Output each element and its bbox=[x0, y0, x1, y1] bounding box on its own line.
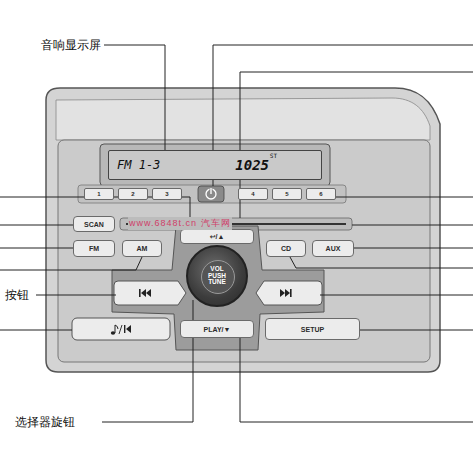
fm-button: FM bbox=[73, 240, 115, 257]
button-label: 1 bbox=[97, 191, 100, 197]
callout-label: 按钮 bbox=[4, 287, 30, 304]
power-symbol bbox=[210, 188, 211, 194]
preset-strip bbox=[78, 185, 346, 203]
callout-label: 选择器旋钮 bbox=[14, 414, 76, 431]
prev-icon bbox=[139, 289, 151, 297]
button-label: AM bbox=[137, 245, 148, 252]
button-label: CD bbox=[281, 245, 291, 252]
power-symbol bbox=[206, 189, 216, 199]
button-label: SCAN bbox=[84, 221, 104, 228]
selector-knob: VOL PUSH TUNE bbox=[186, 245, 248, 307]
preset-button: 1 bbox=[84, 188, 114, 200]
band-readout: FM 1-3 bbox=[117, 158, 160, 172]
back-button: ↩/▲ bbox=[180, 229, 254, 244]
leader-lines bbox=[0, 45, 473, 422]
next-button bbox=[256, 281, 322, 305]
button-label: SETUP bbox=[301, 326, 324, 333]
button-label: 3 bbox=[165, 191, 168, 197]
button-label: 2 bbox=[131, 191, 134, 197]
setup-button: SETUP bbox=[265, 318, 360, 340]
display-screen: FM 1-3 1025ST bbox=[108, 150, 322, 180]
preset-button: 5 bbox=[272, 188, 302, 200]
frequency-readout: 1025 bbox=[235, 157, 269, 173]
power-button bbox=[198, 186, 224, 202]
button-label: PLAY/▼ bbox=[204, 326, 231, 333]
next-icon bbox=[280, 289, 292, 297]
aux-button: AUX bbox=[312, 240, 354, 257]
cd-button: CD bbox=[266, 240, 306, 257]
power-symbol bbox=[210, 188, 213, 195]
display-bezel bbox=[100, 144, 330, 186]
button-label: FM bbox=[89, 245, 99, 252]
scan-button: SCAN bbox=[73, 216, 115, 232]
music-icon bbox=[111, 325, 131, 335]
button-label: AUX bbox=[326, 245, 341, 252]
play-button: PLAY/▼ bbox=[180, 320, 254, 338]
button-label: ↩/▲ bbox=[210, 233, 225, 241]
am-button: AM bbox=[122, 240, 162, 257]
preset-button: 3 bbox=[152, 188, 182, 200]
button-label: 6 bbox=[319, 191, 322, 197]
preset-button: 4 bbox=[238, 188, 268, 200]
callout-label: 音响显示屏 bbox=[40, 37, 102, 54]
preset-button: 2 bbox=[118, 188, 148, 200]
faceplate bbox=[46, 88, 440, 372]
inner-panel bbox=[58, 140, 430, 362]
watermark: www.6848t.cn 汽车网 bbox=[128, 217, 232, 230]
top-rim bbox=[56, 98, 430, 140]
prev-button bbox=[114, 281, 186, 305]
music-button bbox=[72, 318, 170, 340]
button-label: 5 bbox=[285, 191, 288, 197]
stereo-indicator: ST bbox=[270, 152, 277, 159]
preset-button: 6 bbox=[306, 188, 336, 200]
button-label: VOL PUSH TUNE bbox=[203, 266, 231, 286]
button-label: 4 bbox=[251, 191, 254, 197]
